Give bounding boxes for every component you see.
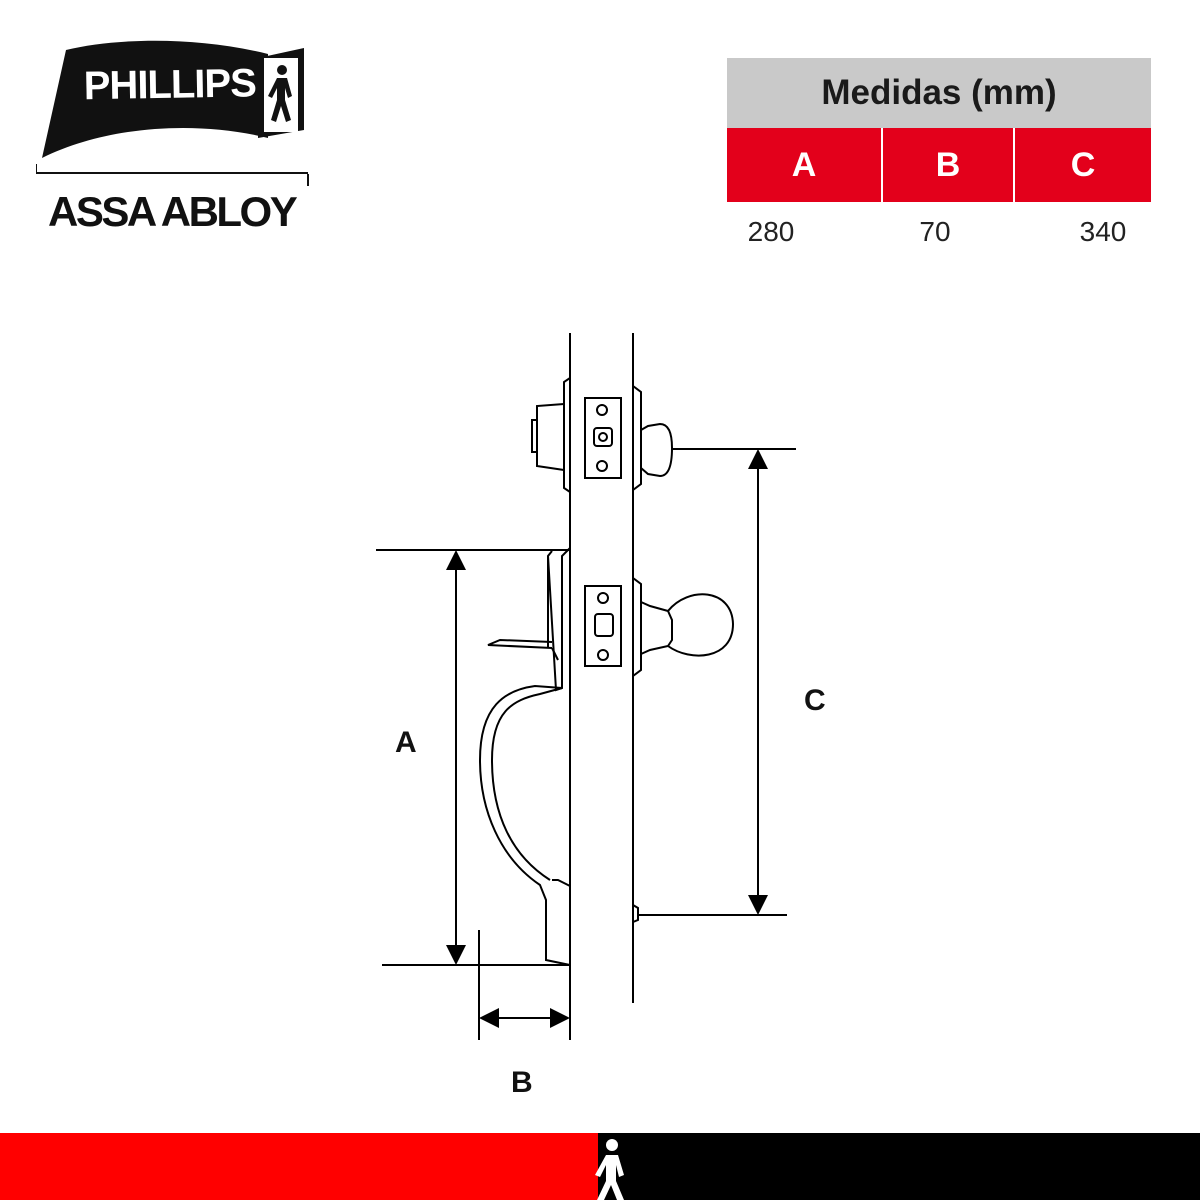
dim-label-a: A	[395, 726, 417, 759]
handleset-grip	[478, 547, 571, 966]
dimensions-table: Medidas (mm) A B C 280 70 340	[727, 58, 1151, 262]
latch-plate	[584, 585, 622, 667]
value-a: 280	[747, 216, 795, 247]
bottom-screw	[632, 904, 639, 923]
footer-red-stripe	[0, 1133, 598, 1200]
table-values: 280 70 340	[727, 202, 1151, 262]
footer-black-stripe	[595, 1133, 1200, 1200]
column-c: C	[1015, 128, 1151, 202]
footer-band	[0, 1133, 1200, 1200]
thumb-turn	[632, 385, 674, 491]
person-walking-icon	[595, 1139, 624, 1200]
column-b: B	[883, 128, 1015, 202]
phillips-logo-banner: PHILLIPS	[36, 40, 309, 186]
logo-text: PHILLIPS	[83, 61, 256, 108]
interior-knob	[632, 577, 735, 677]
dim-label-c: C	[804, 684, 826, 717]
dim-label-b: B	[511, 1066, 533, 1099]
column-a: A	[727, 128, 883, 202]
table-column-headers: A B C	[727, 128, 1151, 202]
deadbolt-cylinder	[531, 377, 571, 493]
brand-logo: PHILLIPS ASSA ABLOY	[36, 38, 311, 238]
value-b: 70	[919, 216, 951, 247]
person-walking-icon	[258, 48, 304, 138]
table-header: Medidas (mm)	[727, 58, 1151, 128]
sub-brand: ASSA ABLOY	[48, 188, 298, 235]
deadbolt-latch-plate	[584, 397, 622, 479]
value-c: 340	[1079, 216, 1127, 247]
